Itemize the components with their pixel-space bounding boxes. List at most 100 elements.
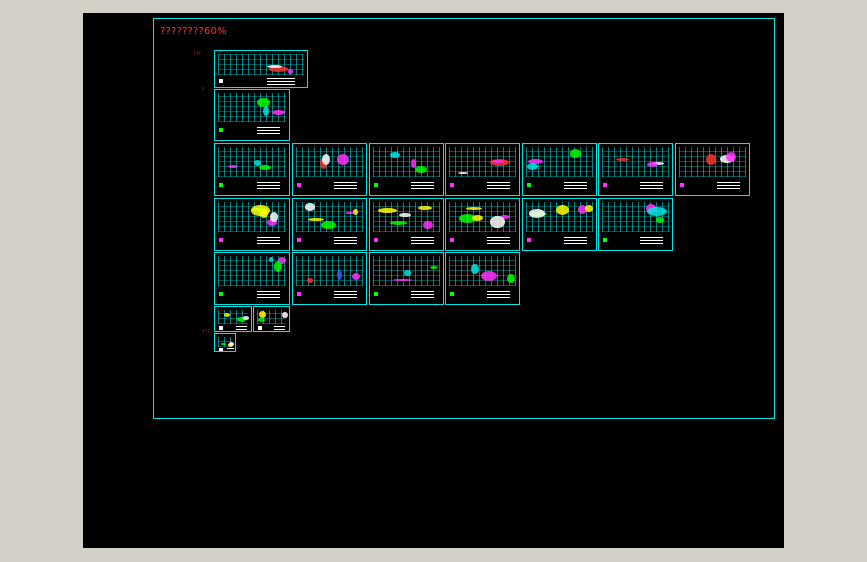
sheet-row3-3[interactable] xyxy=(369,198,444,251)
sheet-color-mark xyxy=(243,316,250,320)
sheet-color-mark xyxy=(578,204,588,215)
sheet-color-mark xyxy=(322,153,331,165)
sheet-color-mark xyxy=(500,214,510,219)
sheet-note-line xyxy=(266,78,295,80)
drawing-frame xyxy=(153,18,775,419)
sheet-legend-marker xyxy=(219,292,223,297)
sheet-color-mark xyxy=(228,164,239,168)
sheet-note-line xyxy=(256,182,280,184)
sheet-note-line xyxy=(411,237,434,239)
sheet-row3-5[interactable] xyxy=(522,198,597,251)
sheet-color-mark xyxy=(304,203,316,211)
sheet-row1-1[interactable] xyxy=(214,89,290,141)
sheet-row4-4[interactable] xyxy=(445,252,520,305)
sheet-color-mark xyxy=(223,313,230,318)
sheet-note-line xyxy=(256,237,280,239)
sheet-row2-6[interactable] xyxy=(598,143,673,196)
sheet-plan-grid xyxy=(449,256,516,286)
sheet-row4-2[interactable] xyxy=(292,252,367,305)
sheet-note-line xyxy=(274,325,286,327)
sheet-row3-4[interactable] xyxy=(445,198,520,251)
sheet-legend-marker xyxy=(219,79,223,84)
sheet-legend-marker xyxy=(450,183,454,188)
sheet-color-mark xyxy=(490,216,505,228)
sheet-note-line xyxy=(256,185,280,187)
sheet-note-line xyxy=(564,182,587,184)
sheet-color-mark xyxy=(352,272,361,281)
sheet-note-line xyxy=(487,182,510,184)
sheet-color-mark xyxy=(471,263,479,275)
sheet-row2-4[interactable] xyxy=(445,143,520,196)
sheet-detail-3[interactable] xyxy=(214,333,236,352)
sheet-note-line xyxy=(227,347,234,349)
sheet-color-mark xyxy=(251,205,270,216)
sheet-color-mark xyxy=(344,212,355,215)
sheet-note-line xyxy=(274,328,286,330)
sheet-color-mark xyxy=(725,151,737,163)
sheet-note-line xyxy=(334,291,357,293)
sheet-row2-1[interactable] xyxy=(214,143,290,196)
sheet-cover-notes[interactable] xyxy=(214,50,308,88)
sheet-plan-grid xyxy=(218,337,232,347)
sheet-note-line xyxy=(256,133,280,135)
sheet-note-line xyxy=(411,188,434,190)
sheet-legend-marker xyxy=(374,238,378,243)
row-mark-1: ? ?? xyxy=(193,51,201,56)
sheet-color-mark xyxy=(390,151,400,159)
sheet-note-line xyxy=(411,291,434,293)
sheet-color-mark xyxy=(615,158,629,162)
sheet-color-mark xyxy=(237,317,246,323)
sheet-color-mark xyxy=(269,65,288,72)
sheet-note-line xyxy=(334,243,357,245)
sheet-row2-3[interactable] xyxy=(369,143,444,196)
sheet-color-mark xyxy=(471,215,483,222)
sheet-note-line xyxy=(717,188,740,190)
sheet-detail-2[interactable] xyxy=(253,306,290,332)
sheet-note-line xyxy=(266,84,295,86)
sheet-row4-3[interactable] xyxy=(369,252,444,305)
sheet-row3-2[interactable] xyxy=(292,198,367,251)
sheet-legend-marker xyxy=(297,292,301,297)
sheet-note-line xyxy=(235,328,248,330)
sheet-color-mark xyxy=(259,311,266,318)
sheet-row3-6[interactable] xyxy=(598,198,673,251)
sheet-color-mark xyxy=(266,219,277,226)
sheet-color-mark xyxy=(257,317,266,322)
sheet-color-mark xyxy=(272,109,286,116)
sheet-color-mark xyxy=(398,212,412,218)
sheet-note-line xyxy=(411,182,434,184)
sheet-color-mark xyxy=(655,217,665,223)
sheet-color-mark xyxy=(273,260,283,272)
sheet-color-mark xyxy=(337,153,349,165)
sheet-note-line xyxy=(640,188,663,190)
sheet-note-line xyxy=(487,240,510,242)
sheet-color-mark xyxy=(269,257,274,263)
sheet-color-mark xyxy=(647,162,659,168)
sheet-note-line xyxy=(227,350,234,351)
sheet-note-line xyxy=(334,297,357,299)
sheet-color-mark xyxy=(263,105,270,117)
sheet-plan-grid xyxy=(218,147,286,177)
sheet-note-line xyxy=(487,294,510,296)
sheet-legend-marker xyxy=(603,183,607,188)
sheet-legend-marker xyxy=(450,292,454,297)
sheet-note-line xyxy=(411,294,434,296)
sheet-color-mark xyxy=(253,159,261,166)
sheet-row3-1[interactable] xyxy=(214,198,290,251)
sheet-legend-marker xyxy=(219,238,223,243)
sheet-legend-marker xyxy=(258,326,262,331)
sheet-note-line xyxy=(487,297,510,299)
sheet-detail-1[interactable] xyxy=(214,306,252,332)
sheet-row2-2[interactable] xyxy=(292,143,367,196)
sheet-legend-marker xyxy=(297,183,301,188)
sheet-row2-7[interactable] xyxy=(675,143,750,196)
row-mark-2: ? xyxy=(202,87,205,92)
sheet-note-line xyxy=(256,243,280,245)
sheet-row4-1[interactable] xyxy=(214,252,290,305)
sheet-note-line xyxy=(256,188,280,190)
drawing-title: ????????60% xyxy=(160,26,227,37)
drawing-canvas[interactable]: ????????60% ? ?? ? ? ?? xyxy=(83,13,784,548)
sheet-row2-5[interactable] xyxy=(522,143,597,196)
sheet-note-line xyxy=(334,237,357,239)
sheet-note-line xyxy=(256,127,280,129)
